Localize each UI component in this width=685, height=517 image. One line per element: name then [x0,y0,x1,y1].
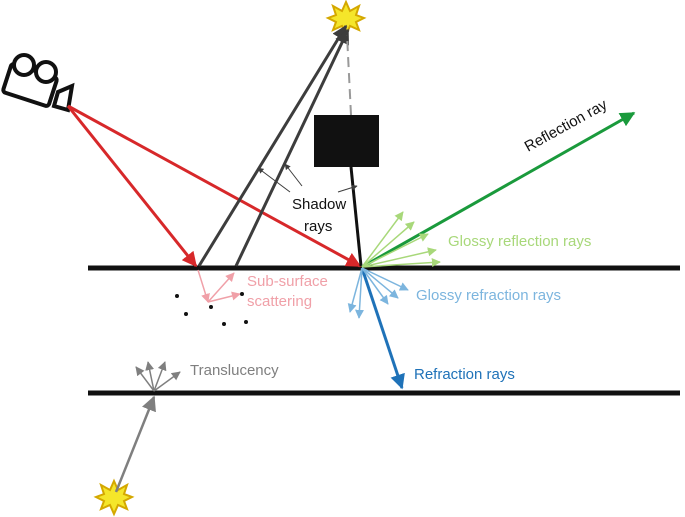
camera-ray-to-hitpoint [67,104,362,268]
glossy-reflection-rays [361,211,441,268]
reflection-ray [361,111,636,269]
shadow-pointer-2 [284,163,303,187]
camera-icon [1,53,75,113]
refraction-ray [360,267,405,390]
sub-surface-label-1: Sub-surface [247,273,328,290]
occluder-block [314,115,379,167]
shadow-ray-left [197,24,348,267]
shadow-rays-label-2: rays [304,218,332,235]
glossy-reflection-label: Glossy reflection rays [448,233,591,250]
light-source-icon [325,0,367,38]
camera-ray-to-subsurface [66,105,198,268]
shadow-pointer-3 [337,184,358,193]
glossy-refraction-rays [347,267,409,319]
reflection-ray-label: Reflection ray [522,96,611,156]
shadow-ray-occluded [349,166,363,267]
light-source-icon [93,478,135,517]
shadow-pointer-1 [257,167,291,193]
shadow-ray-dashed [346,34,352,116]
scattering-particles [175,292,248,326]
shadow-rays-label-1: Shadow [292,196,346,213]
sub-surface-scattering-rays [197,269,241,303]
translucency-ray [114,395,156,493]
translucency-scatter-rays [135,361,181,392]
refraction-rays-label: Refraction rays [414,366,515,383]
sub-surface-label-2: scattering [247,293,312,310]
shadow-ray-right [234,28,350,267]
translucency-label: Translucency [190,362,279,379]
glossy-refraction-label: Glossy refraction rays [416,287,561,304]
